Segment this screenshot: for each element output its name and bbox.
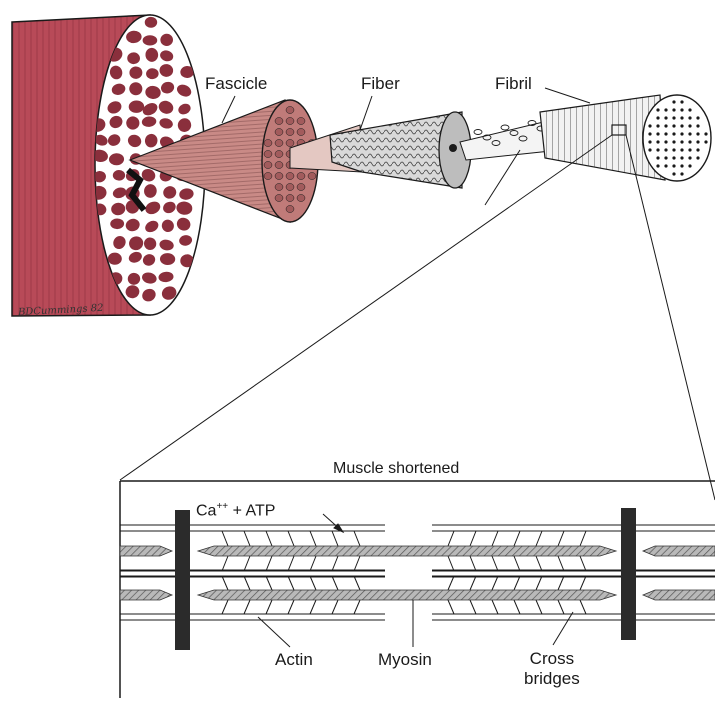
actin-label: Actin	[275, 651, 313, 668]
ca-atp-label: Ca++ + ATP	[196, 502, 275, 519]
z-disc-right	[621, 508, 636, 640]
fiber-label: Fiber	[361, 75, 400, 92]
cross-bridges-line1: Cross	[530, 649, 574, 668]
cross-bridges-line2: bridges	[524, 669, 580, 688]
cross-bridges-label: Cross bridges	[524, 649, 580, 689]
fascicle-label: Fascicle	[205, 75, 267, 92]
fibril-strand	[460, 95, 711, 181]
z-disc-left	[175, 510, 190, 650]
ca-superscript: ++	[216, 501, 228, 512]
fibril-label: Fibril	[495, 75, 532, 92]
ca-text: Ca	[196, 502, 216, 519]
atp-text: + ATP	[228, 502, 275, 519]
myosin-label: Myosin	[378, 651, 432, 668]
muscle-shortened-label: Muscle shortened	[333, 461, 459, 477]
